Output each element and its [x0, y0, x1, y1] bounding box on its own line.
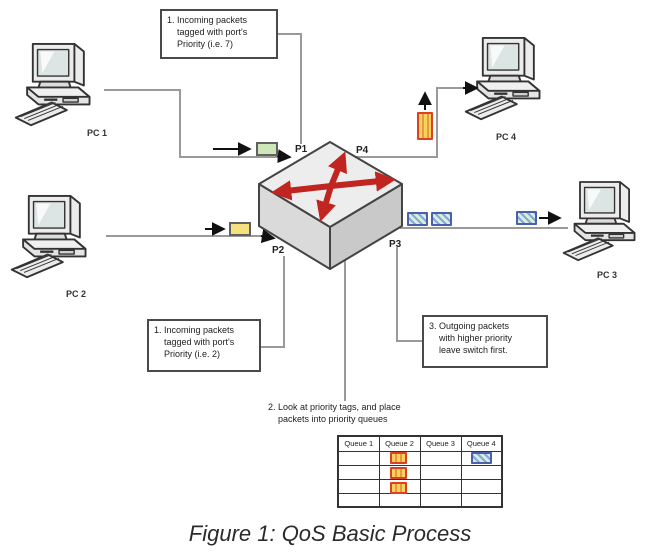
note-priority-queues: 2. Look at priority tags, and place pack…: [268, 402, 401, 424]
queue-cell: [337, 450, 380, 466]
queue4-packet-1: [471, 452, 492, 464]
pc2-icon: [10, 194, 87, 279]
port-label-p1: P1: [295, 144, 308, 155]
pc3-label: PC 3: [596, 270, 617, 280]
callout-outgoing-priority: 3. Outgoing packets with higher priority…: [422, 315, 548, 368]
queue2-packet-3: [390, 482, 407, 494]
switch-crossbar-arrows-icon: [270, 151, 397, 222]
queue4-header: Queue 4: [460, 435, 503, 452]
queue-cell: [460, 464, 503, 480]
queue-table-row: [337, 478, 503, 494]
link-callout1-p1: [278, 33, 302, 144]
queue-cell: [378, 492, 421, 508]
queue-table-row: [337, 464, 503, 480]
pc1-icon: [14, 42, 91, 127]
queue-table: Queue 1 Queue 2 Queue 3 Queue 4: [337, 435, 503, 508]
queue1-header: Queue 1: [337, 435, 380, 452]
pc3-icon: [562, 180, 636, 262]
pc4-icon: [464, 36, 541, 121]
link-pc1-p1: [104, 89, 286, 158]
queue-cell: [419, 464, 462, 480]
callout-incoming-priority-2: 1. Incoming packets tagged with port's P…: [147, 319, 261, 372]
queue-cell: [337, 478, 380, 494]
queue2-header: Queue 2: [378, 435, 421, 452]
packet-outgoing-p4-high-priority: [417, 112, 433, 140]
queue-cell: [460, 478, 503, 494]
link-callout3-p3: [396, 247, 423, 342]
queue-cell: [460, 492, 503, 508]
queue-cell: [337, 464, 380, 480]
queue3-header: Queue 3: [419, 435, 462, 452]
queue-table-row: [337, 492, 503, 508]
arrow-pc2-into-switch: [260, 229, 276, 244]
queue2-packet-1: [390, 452, 407, 464]
packet-outgoing-p3-3: [516, 211, 537, 225]
queue2-packet-2: [390, 467, 407, 479]
callout-incoming-priority-7: 1. Incoming packets tagged with port's P…: [160, 9, 278, 59]
link-p4-pc4: [354, 87, 468, 158]
queue-cell: [419, 450, 462, 466]
pc1-label: PC 1: [86, 128, 107, 138]
pc2-label: PC 2: [65, 289, 86, 299]
packet-incoming-p2: [229, 222, 251, 236]
queue-cell: [337, 492, 380, 508]
port-label-p4: P4: [356, 145, 369, 156]
port-label-p3: P3: [389, 239, 402, 250]
queue-cell: [419, 478, 462, 494]
packet-outgoing-p3-2: [431, 212, 452, 226]
queue-table-header-row: Queue 1 Queue 2 Queue 3 Queue 4: [337, 435, 503, 452]
link-callout2-p2: [253, 256, 285, 348]
port-label-p2: P2: [272, 245, 285, 256]
packet-incoming-p1: [256, 142, 278, 156]
packet-outgoing-p3-1: [407, 212, 428, 226]
queue-cell: [419, 492, 462, 508]
figure-caption: Figure 1: QoS Basic Process: [188, 521, 472, 546]
pc4-label: PC 4: [495, 132, 516, 142]
arrow-pc1-into-switch: [276, 149, 292, 164]
